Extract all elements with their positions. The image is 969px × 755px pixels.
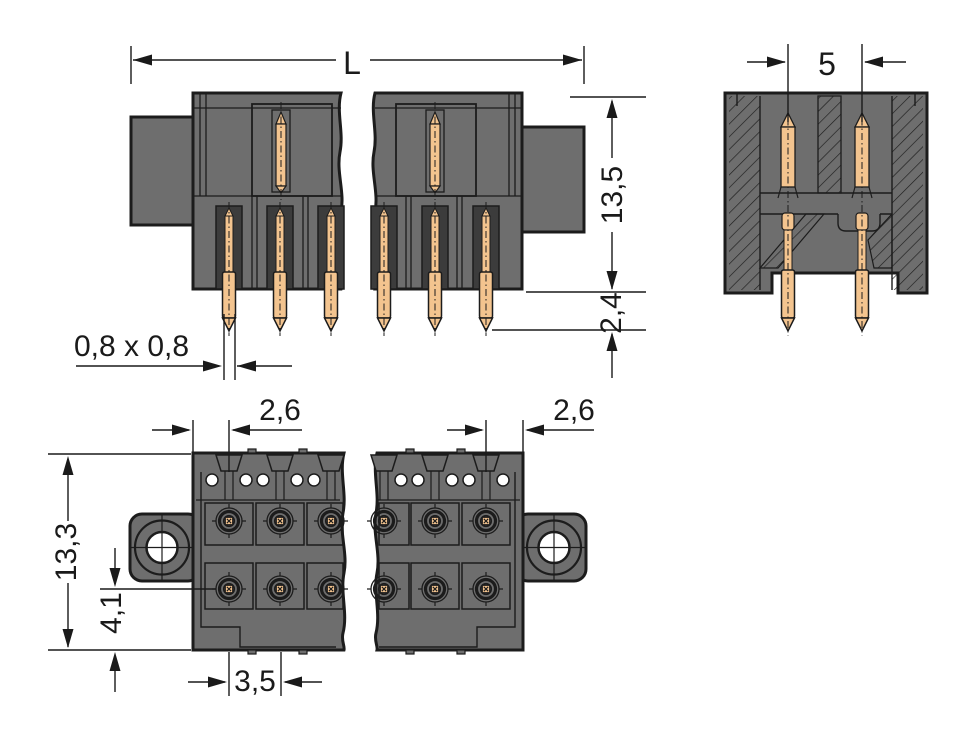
- solder-pin: [421, 201, 449, 337]
- front-left-wall-hatch: [729, 96, 760, 290]
- inner-contour-left-block: [200, 472, 336, 648]
- solder-pin: [215, 201, 243, 337]
- inner-contour-right-block: [379, 472, 516, 648]
- dim-label-edge-to-first-pin: 2,6: [259, 394, 301, 427]
- dim-label-overall-length: L: [343, 45, 361, 81]
- pole-panels: [204, 502, 511, 610]
- dim-label-body-height: 13,5: [596, 166, 629, 224]
- dim-label-pin-protrusion: 2,4: [595, 292, 628, 334]
- solder-pin: [472, 201, 500, 337]
- dim-row-spacing: 5: [747, 44, 906, 122]
- solder-pin: [266, 201, 294, 337]
- dim-last-pin-to-edge: 2,6: [447, 394, 595, 472]
- side-rear-pin-window-right: [395, 103, 477, 197]
- side-view: L 13,5 2,4 0,8 x 0,8: [74, 45, 646, 380]
- dim-label-pin-row-to-edge: 4,1: [95, 592, 128, 634]
- front-lower-pin: [780, 204, 796, 337]
- edge-nubs: [247, 448, 466, 655]
- dim-pole-pitch: 3,5: [188, 652, 322, 698]
- left-mounting-flange: [128, 512, 202, 583]
- dim-body-depth: 13,3: [48, 453, 191, 651]
- solder-pin: [370, 201, 398, 337]
- dim-label-pin-cross-section: 0,8 x 0,8: [74, 330, 189, 363]
- dim-label-body-depth: 13,3: [50, 523, 83, 581]
- bottom-view: 2,6 2,6 13,3 4,1 3,5: [48, 394, 595, 698]
- front-view: 5: [723, 44, 929, 337]
- front-right-wall-hatch: [892, 96, 923, 290]
- front-lower-pin: [854, 204, 870, 337]
- solder-pin: [317, 201, 345, 337]
- right-mounting-flange: [514, 512, 588, 583]
- dim-label-pole-pitch: 3,5: [234, 665, 276, 698]
- dim-body-height: 13,5: [492, 96, 646, 331]
- dim-label-row-spacing: 5: [818, 46, 836, 82]
- side-right-solder-tab: [516, 125, 586, 234]
- side-left-solder-tab: [129, 115, 199, 227]
- dim-pin-row-to-edge: 4,1: [95, 548, 216, 692]
- dim-label-last-pin-to-edge: 2,6: [553, 394, 595, 427]
- dim-pin-protrusion: 2,4: [595, 292, 628, 378]
- front-center-divider-hatch: [817, 95, 842, 194]
- dim-pin-cross-section: 0,8 x 0,8: [74, 314, 292, 380]
- dim-overall-length: L: [130, 45, 585, 84]
- dim-edge-to-first-pin: 2,6: [152, 394, 302, 472]
- side-rear-pin-window-left: [251, 103, 333, 197]
